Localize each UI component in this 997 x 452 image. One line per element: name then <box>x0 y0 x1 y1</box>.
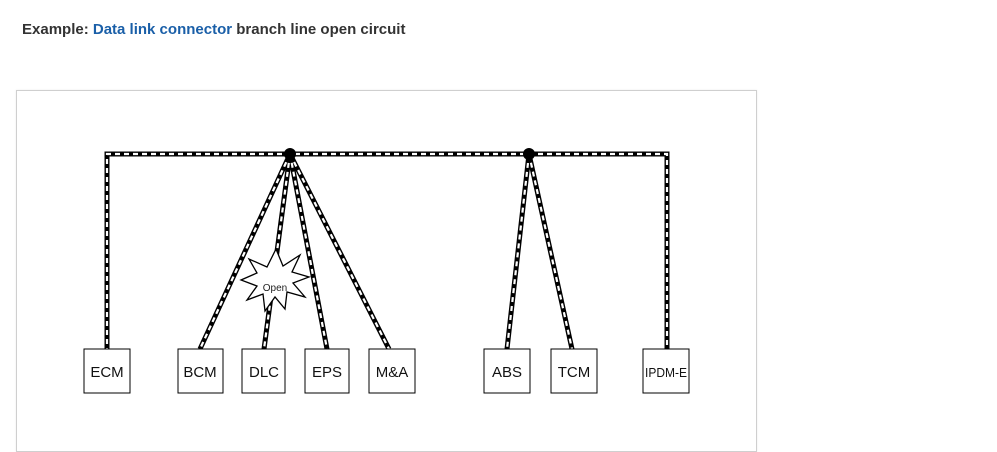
ecu-boxes: ECM BCM DLC EPS M&A ABS TCM IPDM-E <box>83 348 690 394</box>
ma-label: M&A <box>376 364 409 381</box>
open-burst-shape <box>239 247 312 313</box>
caption-prefix: Example: <box>22 21 93 38</box>
ipdm-e-box <box>642 348 690 394</box>
caption-suffix: branch line open circuit <box>232 21 406 38</box>
can-bus-diagram: Open ECM BCM DLC EPS M&A ABS TCM IPDM-E <box>83 148 690 394</box>
ecm-label: ECM <box>90 364 123 381</box>
right-junction-branches <box>504 153 575 350</box>
open-circuit-marker: Open <box>239 247 312 313</box>
dlc-label: DLC <box>249 364 279 381</box>
bcm-label: BCM <box>183 364 216 381</box>
eps-box <box>304 348 350 394</box>
ipdm-e-label: IPDM-E <box>645 365 687 380</box>
open-label: Open <box>263 283 287 294</box>
caption-link[interactable]: Data link connector <box>92 21 233 38</box>
example-caption: Example: Data link connector branch line… <box>22 21 405 38</box>
abs-label: ABS <box>492 364 522 381</box>
right-junction-dot <box>523 148 535 160</box>
diagram-frame: Open ECM BCM DLC EPS M&A ABS TCM IPDM-E <box>16 90 757 452</box>
tcm-box <box>550 348 598 394</box>
abs-box <box>483 348 531 394</box>
can-bus-lines <box>104 151 670 353</box>
dlc-box <box>241 348 286 394</box>
bcm-box <box>177 348 224 394</box>
left-junction-dot <box>284 148 296 160</box>
left-junction-branches <box>197 152 392 351</box>
ma-box <box>368 348 416 394</box>
tcm-label: TCM <box>558 364 591 381</box>
ecm-box <box>83 348 131 394</box>
eps-label: EPS <box>312 364 342 381</box>
